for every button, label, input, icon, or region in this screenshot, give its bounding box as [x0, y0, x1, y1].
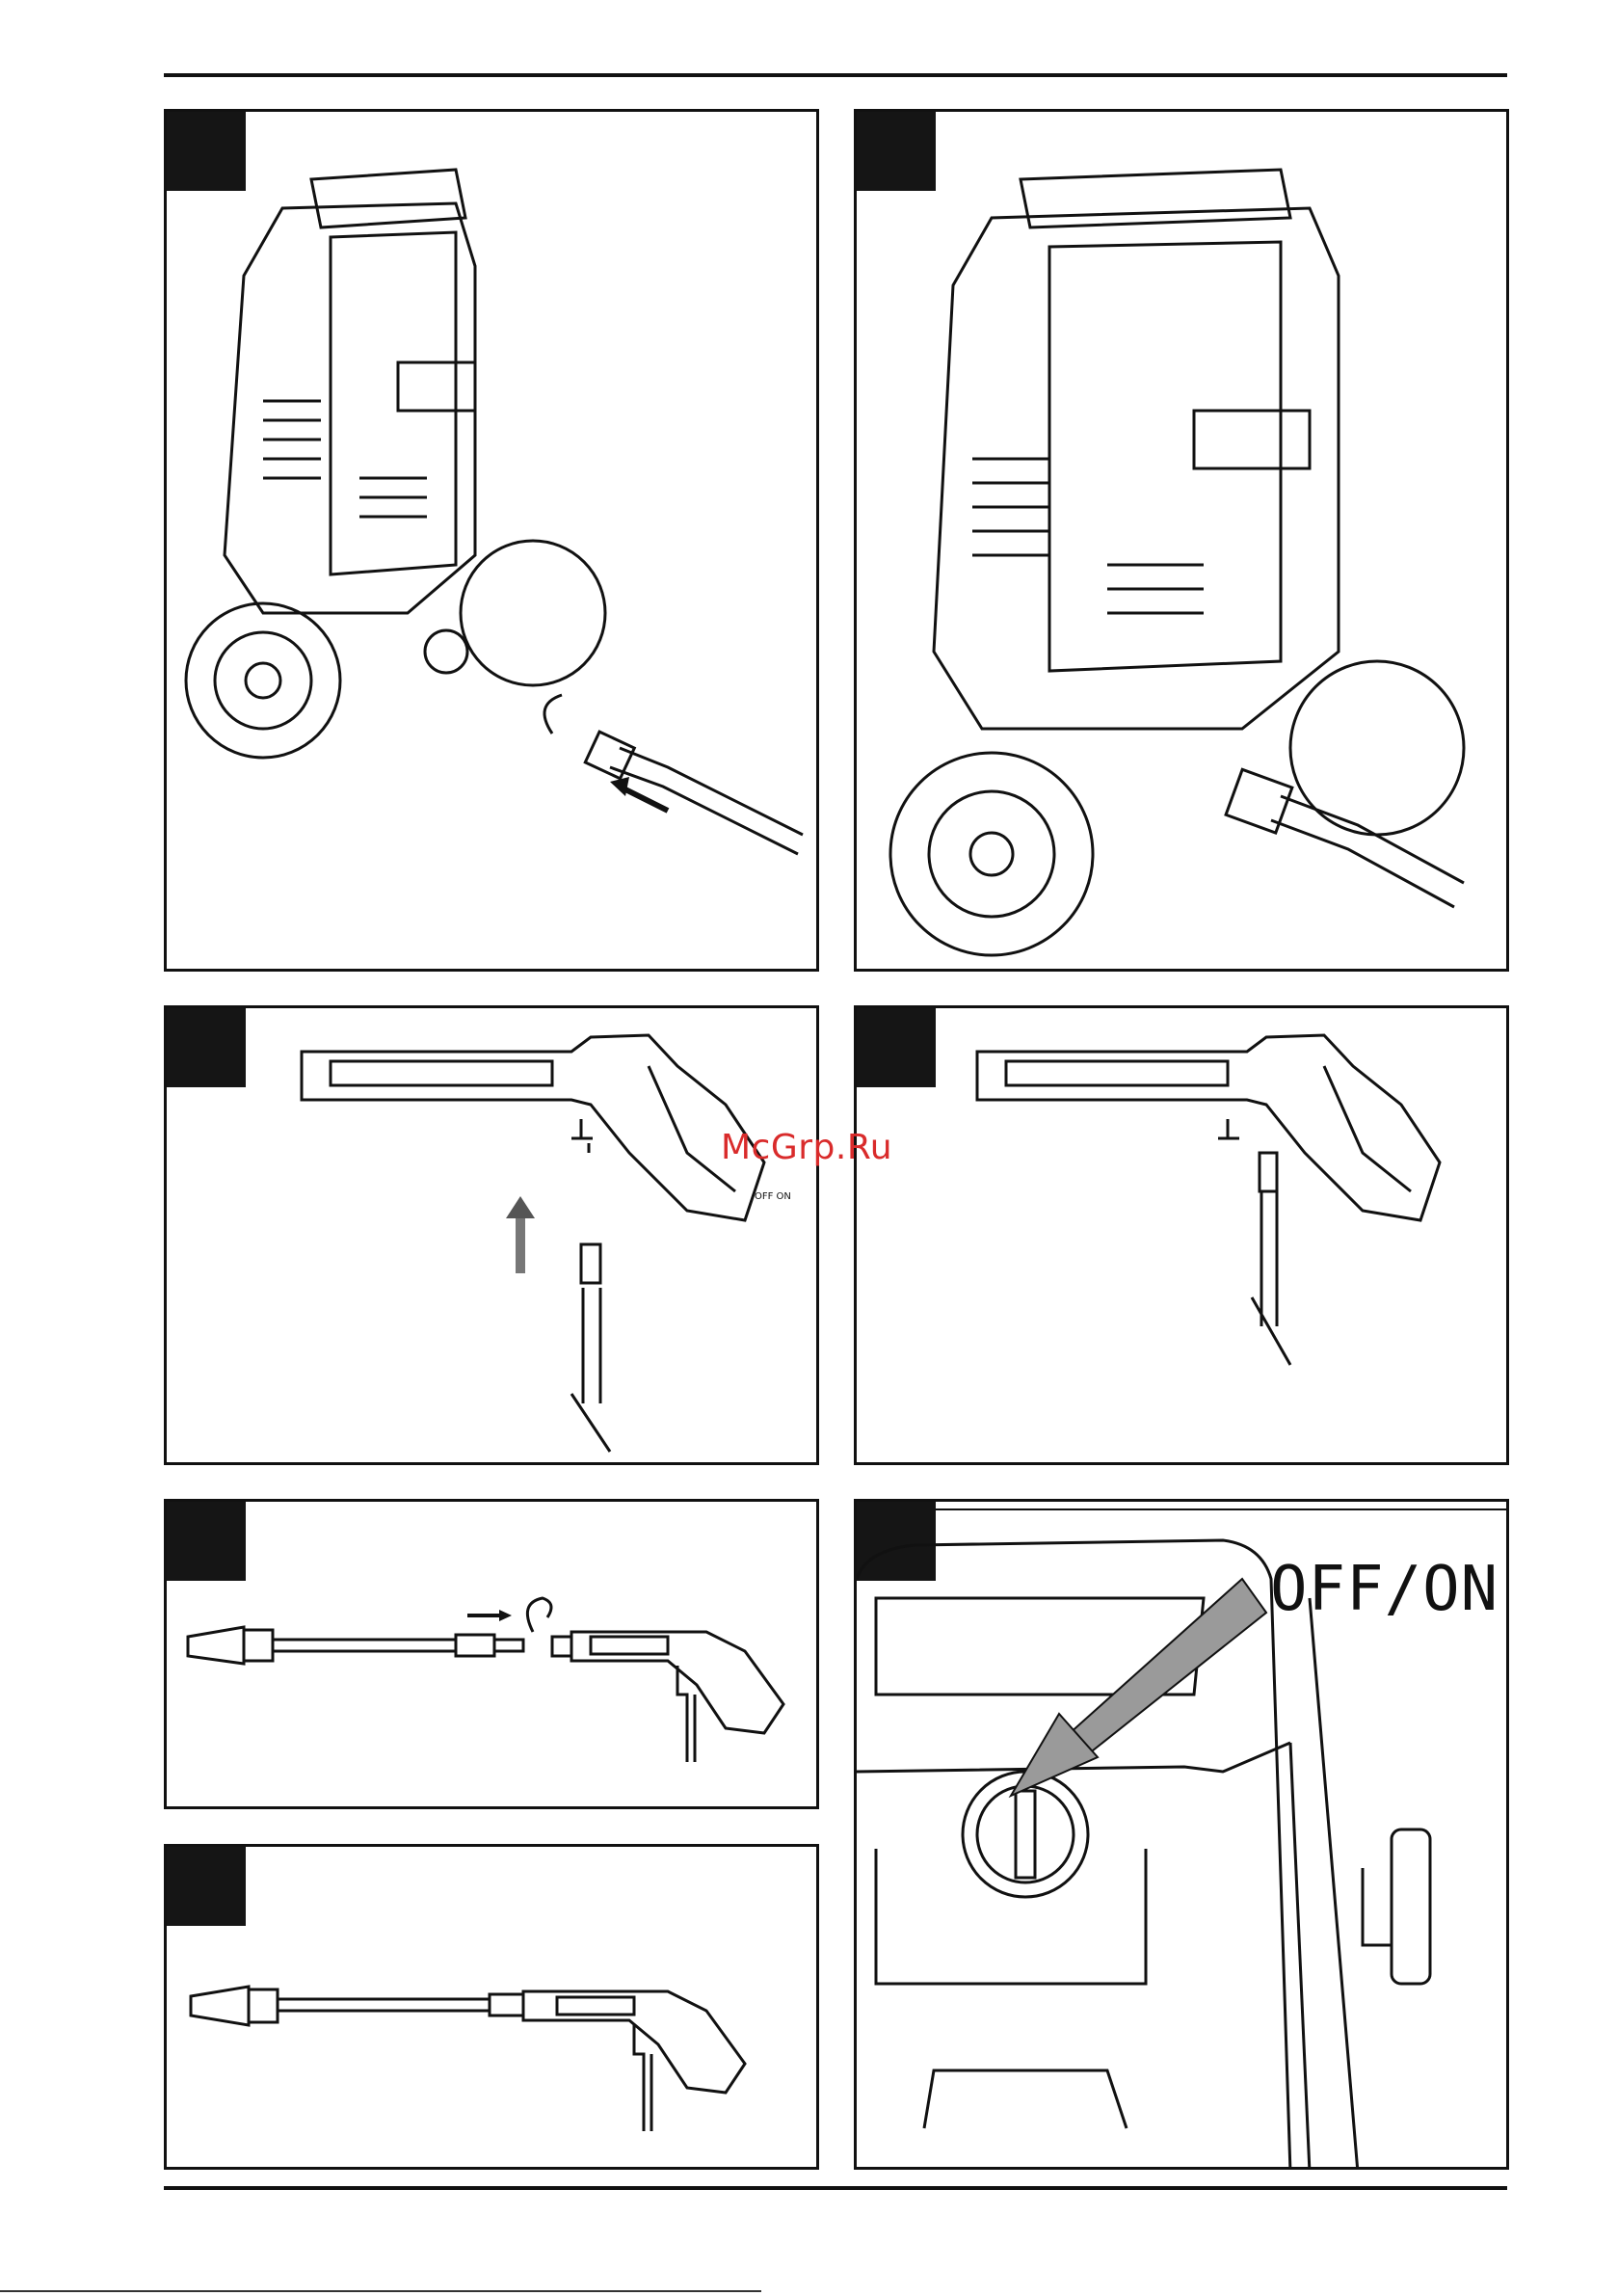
gun-switch-mark: OFF ON — [755, 1191, 791, 1202]
panel-step-5 — [164, 1499, 819, 1809]
panel-step-2 — [854, 109, 1509, 972]
gun-insert-hose-illustration: OFF ON — [167, 1008, 819, 1465]
assembled-gun-illustration — [167, 1847, 819, 2170]
footer-rule — [164, 2186, 1507, 2190]
gun-hose-inserted-illustration — [857, 1008, 1509, 1465]
panel-step-1 — [164, 109, 819, 972]
panel-step-4 — [854, 1005, 1509, 1465]
switch-label: OFF/ON — [1270, 1554, 1499, 1625]
lance-attach-gun-illustration — [167, 1502, 819, 1809]
panel-step-6 — [164, 1844, 819, 2170]
panel-step-3: OFF ON — [164, 1005, 819, 1465]
footer-line — [0, 2290, 761, 2292]
watermark: McGrp.Ru — [721, 1128, 892, 1167]
washer-hose-connected-illustration — [857, 112, 1509, 972]
header-rule — [164, 73, 1507, 77]
washer-hose-attach-illustration — [167, 112, 819, 972]
